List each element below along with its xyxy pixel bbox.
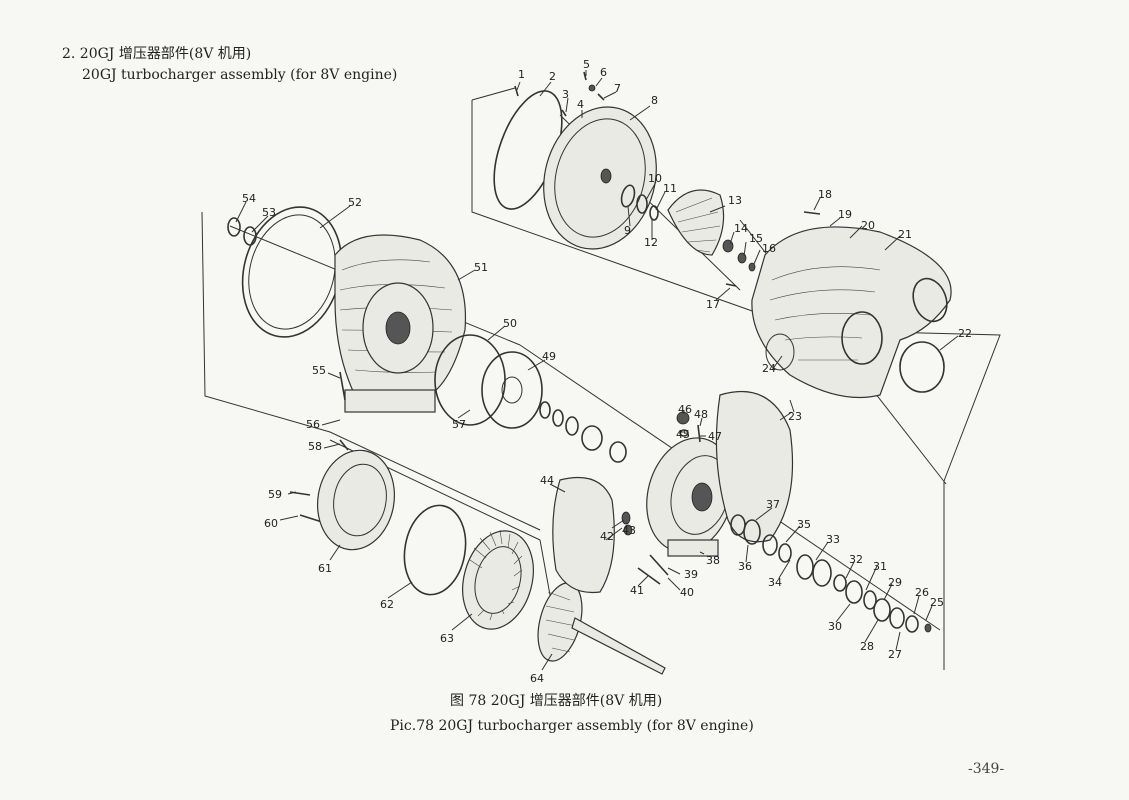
leader-lines bbox=[235, 70, 959, 671]
part-label: 58 bbox=[308, 440, 322, 453]
part-label: 37 bbox=[766, 498, 780, 511]
heat-shield-part-44 bbox=[552, 476, 615, 594]
part-label: 38 bbox=[706, 554, 720, 567]
part-label: 23 bbox=[788, 410, 802, 423]
part-label: 36 bbox=[738, 560, 752, 573]
part-label: 21 bbox=[898, 228, 912, 241]
part-label: 57 bbox=[452, 418, 466, 431]
part-label: 62 bbox=[380, 598, 394, 611]
part-label: 30 bbox=[828, 620, 842, 633]
part-label: 53 bbox=[262, 206, 276, 219]
gasket-part-62 bbox=[403, 504, 467, 596]
compressor-wheel-part-13 bbox=[667, 189, 725, 256]
figure-caption-en: Pic.78 20GJ turbocharger assembly (for 8… bbox=[390, 718, 754, 734]
part-label: 40 bbox=[680, 586, 694, 599]
part-label: 24 bbox=[762, 362, 776, 375]
part-label: 7 bbox=[614, 82, 621, 95]
part-label: 34 bbox=[768, 576, 782, 589]
part-label: 52 bbox=[348, 196, 362, 209]
part-label: 42 bbox=[600, 530, 614, 543]
part-label: 8 bbox=[651, 94, 658, 107]
part-label: 13 bbox=[728, 194, 742, 207]
part-label: 1 bbox=[518, 68, 525, 81]
part-label: 35 bbox=[797, 518, 811, 531]
turbine-housing-part-51 bbox=[334, 234, 467, 413]
part-label: 60 bbox=[264, 517, 278, 530]
lower-frame-left bbox=[201, 211, 541, 531]
bearing-housing-part-38 bbox=[646, 437, 734, 557]
part-label: 63 bbox=[440, 632, 454, 645]
shaft-seal-rings bbox=[539, 401, 627, 463]
part-label: 26 bbox=[915, 586, 929, 599]
part-label: 14 bbox=[734, 222, 748, 235]
part-label: 2 bbox=[549, 70, 556, 83]
part-number-labels: 1 2 3 4 5 6 7 8 9 10 11 12 13 14 15 16 1… bbox=[242, 58, 972, 685]
gasket-part-50 bbox=[434, 334, 506, 426]
nozzle-ring-part-61 bbox=[316, 449, 396, 551]
part-label: 22 bbox=[958, 327, 972, 340]
part-label: 54 bbox=[242, 192, 256, 205]
part-label: 17 bbox=[706, 298, 720, 311]
bolts-parts-39-43 bbox=[621, 511, 669, 585]
part-label: 11 bbox=[663, 182, 677, 195]
part-label: 12 bbox=[644, 236, 658, 249]
part-label: 10 bbox=[648, 172, 662, 185]
part-label: 41 bbox=[630, 584, 644, 597]
part-label: 59 bbox=[268, 488, 282, 501]
part-label: 50 bbox=[503, 317, 517, 330]
part-label: 19 bbox=[838, 208, 852, 221]
part-label: 48 bbox=[694, 408, 708, 421]
shield-part-23 bbox=[715, 391, 794, 543]
part-label: 25 bbox=[930, 596, 944, 609]
part-label: 43 bbox=[622, 524, 636, 537]
part-label: 16 bbox=[762, 242, 776, 255]
part-label: 3 bbox=[562, 88, 569, 101]
part-label: 55 bbox=[312, 364, 326, 377]
nozzle-vane-ring-part-63 bbox=[462, 529, 534, 630]
part-label: 47 bbox=[708, 430, 722, 443]
seal-rings-parts-9-12 bbox=[620, 184, 659, 221]
part-label: 39 bbox=[684, 568, 698, 581]
upper-frame-top bbox=[471, 87, 516, 101]
part-label: 44 bbox=[540, 474, 554, 487]
part-label: 51 bbox=[474, 261, 488, 274]
part-label: 5 bbox=[583, 58, 590, 71]
part-label: 15 bbox=[749, 232, 763, 245]
part-label: 9 bbox=[624, 224, 631, 237]
part-label: 6 bbox=[600, 66, 607, 79]
part-label: 28 bbox=[860, 640, 874, 653]
part-label: 45 bbox=[676, 428, 690, 441]
heat-shield-part-49 bbox=[481, 351, 543, 429]
part-label: 61 bbox=[318, 562, 332, 575]
part-label: 64 bbox=[530, 672, 544, 685]
part-label: 49 bbox=[542, 350, 556, 363]
part-label: 18 bbox=[818, 188, 832, 201]
page-number: -349- bbox=[968, 761, 1005, 777]
bearing-stack-parts-25-37 bbox=[730, 514, 932, 633]
section-title: 2. 20GJ 增压器部件(8V 机用) bbox=[62, 46, 252, 62]
part-label: 4 bbox=[577, 98, 584, 111]
part-label: 29 bbox=[888, 576, 902, 589]
o-ring-part-22 bbox=[899, 341, 945, 393]
section-subtitle: 20GJ turbocharger assembly (for 8V engin… bbox=[82, 67, 398, 83]
part-label: 20 bbox=[861, 219, 875, 232]
fitting-parts-45-48 bbox=[676, 411, 701, 443]
part-label: 32 bbox=[849, 553, 863, 566]
compressor-housing-part-20 bbox=[751, 226, 952, 399]
part-label: 27 bbox=[888, 648, 902, 661]
small-bolts-upper bbox=[514, 71, 821, 287]
part-label: 33 bbox=[826, 533, 840, 546]
compressor-backplate-part-8 bbox=[543, 106, 657, 250]
part-label: 56 bbox=[306, 418, 320, 431]
part-label: 46 bbox=[678, 403, 692, 416]
figure-caption-cn: 图 78 20GJ 增压器部件(8V 机用) bbox=[450, 693, 663, 709]
part-label: 31 bbox=[873, 560, 887, 573]
